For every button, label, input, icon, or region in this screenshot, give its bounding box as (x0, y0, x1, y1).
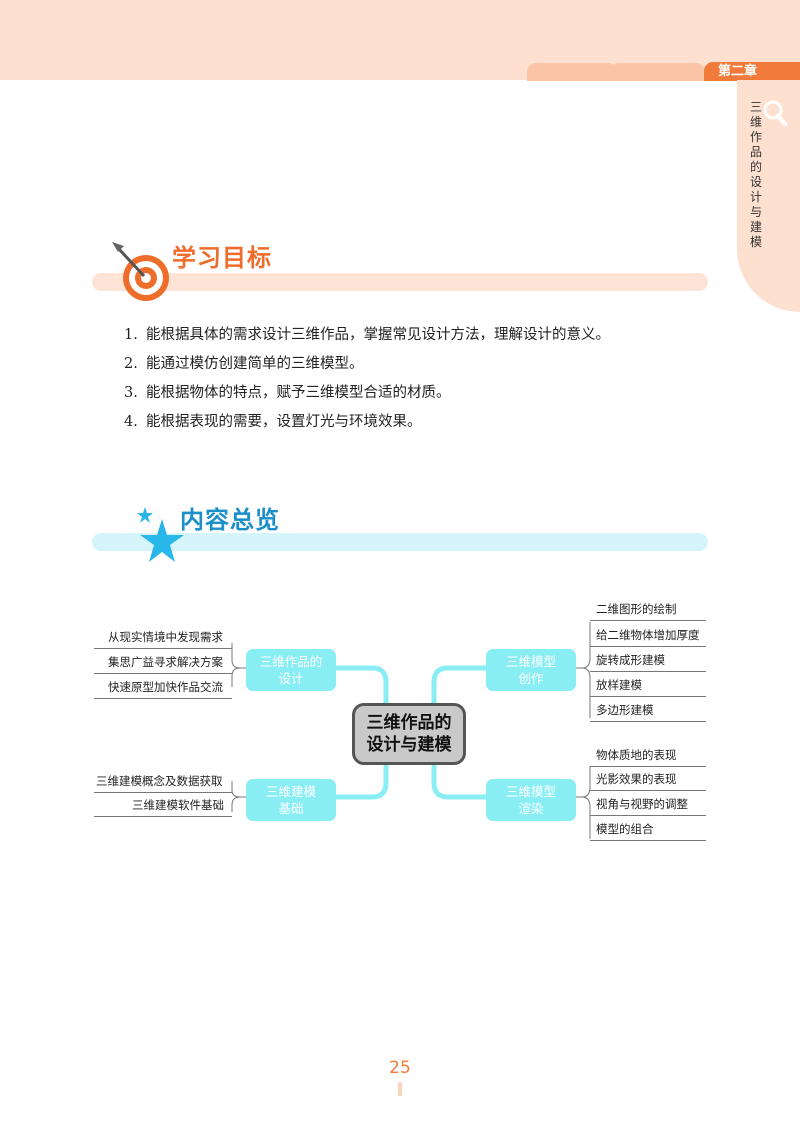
leaf-creation: 二维图形的绘制 (596, 602, 677, 616)
leaf-underline (590, 721, 706, 722)
leaf-rendering: 光影效果的表现 (596, 772, 677, 786)
leaf-underline (94, 816, 232, 817)
star-icon (137, 507, 184, 562)
leaf-underline (94, 648, 232, 649)
header-tab (527, 63, 617, 81)
leaf-underline (590, 840, 706, 841)
section-title-goals: 学习目标 (172, 244, 272, 272)
goal-item: 3.能根据物体的特点，赋予三维模型合适的材质。 (124, 385, 451, 401)
leaf-basics: 三维建模概念及数据获取 (96, 774, 223, 788)
leaf-underline (590, 671, 706, 672)
goal-item: 2.能通过模仿创建简单的三维模型。 (124, 356, 364, 372)
leaf-creation: 旋转成形建模 (596, 653, 665, 667)
header-tab (610, 63, 705, 81)
branch-node-design: 三维作品的 设计 (246, 649, 336, 691)
leaf-underline (94, 792, 232, 793)
leaf-underline (94, 673, 232, 674)
leaf-underline (590, 696, 706, 697)
leaf-rendering: 模型的组合 (596, 822, 654, 836)
target-icon (112, 242, 169, 301)
branch-node-rendering: 三维模型 渲染 (486, 779, 576, 821)
leaf-underline (590, 620, 706, 621)
leaf-design: 快速原型加快作品交流 (108, 680, 223, 694)
chapter-tab (704, 62, 800, 81)
leaf-underline (94, 698, 232, 699)
side-chapter-title: 三维作品的设计与建模 (750, 100, 763, 249)
page-number: 25 (389, 1058, 411, 1078)
leaf-underline (590, 790, 706, 791)
leaf-creation: 给二维物体增加厚度 (596, 628, 700, 642)
mindmap-center-node: 三维作品的 设计与建模 (352, 703, 466, 765)
page-number-tick (398, 1082, 402, 1096)
leaf-underline (590, 815, 706, 816)
branch-node-basics: 三维建模 基础 (246, 779, 336, 821)
leaf-basics: 三维建模软件基础 (132, 798, 224, 812)
magnifier-icon (763, 100, 787, 126)
goal-item: 4.能根据表现的需要，设置灯光与环境效果。 (124, 414, 422, 430)
section-title-overview: 内容总览 (180, 506, 280, 534)
leaf-creation: 多边形建模 (596, 703, 654, 717)
goal-item: 1.能根据具体的需求设计三维作品，掌握常见设计方法，理解设计的意义。 (124, 327, 610, 343)
leaf-underline (590, 646, 706, 647)
leaf-design: 集思广益寻求解决方案 (108, 655, 223, 669)
leaf-rendering: 物体质地的表现 (596, 748, 677, 762)
section-bar (92, 273, 708, 291)
leaf-underline (590, 766, 706, 767)
branch-node-creation: 三维模型 创作 (486, 649, 576, 691)
leaf-creation: 放样建模 (596, 678, 642, 692)
leaf-rendering: 视角与视野的调整 (596, 797, 688, 811)
chapter-label: 第二章 (718, 64, 758, 79)
leaf-design: 从现实情境中发现需求 (108, 630, 223, 644)
side-chapter-tab (737, 80, 800, 312)
section-bar (92, 533, 708, 551)
